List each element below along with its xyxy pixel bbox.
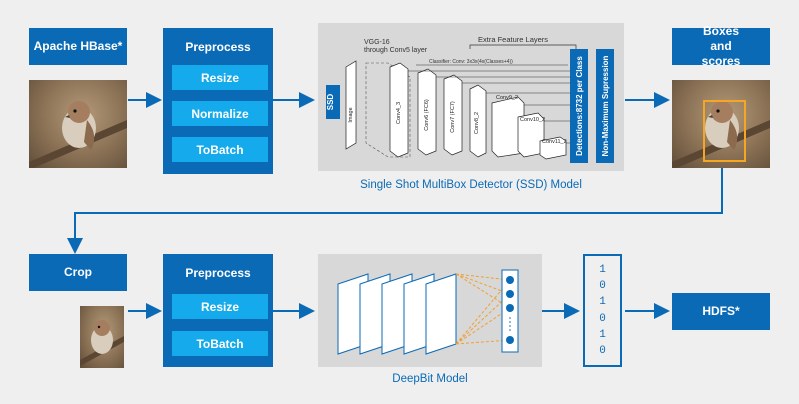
step-resize-2: Resize	[172, 294, 268, 319]
binary-digit: 1	[599, 328, 606, 341]
step-resize-2-label: Resize	[200, 299, 240, 314]
output-label: Boxes and scores	[672, 24, 770, 68]
layer-conv8-2: Conv8_2	[474, 112, 480, 134]
layer-conv11-2: Conv11_2	[542, 139, 567, 145]
deepbit-architecture	[337, 269, 519, 355]
step-normalize-1-label: Normalize	[191, 106, 249, 121]
binary-digit: 0	[599, 280, 606, 293]
deepbit-model-panel	[318, 254, 542, 367]
step-tobatch-1: ToBatch	[172, 137, 268, 162]
ssd-model-panel: SSD VGG-16 through Conv5 layer Extra Fea…	[318, 23, 624, 171]
sink-label-text: HDFS*	[702, 304, 740, 318]
binary-digit: 1	[599, 264, 606, 277]
output-label-text: Boxes and scores	[701, 24, 741, 68]
layer-conv10-2: Conv10_2	[520, 117, 545, 123]
vgg-label-line1: VGG-16	[364, 39, 390, 46]
feature-map-5	[425, 273, 457, 355]
bird-image	[29, 101, 127, 168]
preprocess-title-2: Preprocess	[185, 266, 251, 280]
step-tobatch-2-label: ToBatch	[196, 336, 244, 351]
step-tobatch-2: ToBatch	[172, 331, 268, 356]
source-label-text: Apache HBase*	[33, 39, 123, 53]
step-normalize-1: Normalize	[172, 101, 268, 126]
ssd-architecture: SSD VGG-16 through Conv5 layer Extra Fea…	[326, 35, 614, 163]
detection-bounding-box	[703, 100, 746, 162]
deepbit-caption: DeepBit Model	[392, 373, 468, 385]
step-resize-1-label: Resize	[200, 70, 240, 85]
layer-conv6: Conv6 (FC6)	[424, 99, 430, 131]
layer-conv9-2: Conv9_2	[496, 95, 518, 101]
step-resize-1: Resize	[172, 65, 268, 90]
cropped-bird-photo	[80, 306, 124, 368]
binary-digit: 0	[599, 312, 606, 325]
nms-label: Non-Maximum Supression	[601, 55, 610, 156]
bird-photo	[29, 80, 127, 168]
binary-digit: 1	[599, 296, 606, 309]
cropped-bird-image	[80, 320, 124, 366]
binary-digit: 0	[599, 344, 606, 357]
detections-label: Detections:8732 per Class	[575, 56, 584, 156]
crop-label-text: Crop	[64, 265, 92, 279]
preprocess-title-1: Preprocess	[185, 40, 251, 54]
detected-bird-photo	[672, 80, 770, 168]
source-label: Apache HBase*	[29, 28, 127, 65]
layer-conv7: Conv7 (FC7)	[450, 101, 456, 133]
arrow-output-to-crop	[67, 168, 723, 254]
sink-label: HDFS*	[672, 293, 770, 330]
step-tobatch-1-label: ToBatch	[196, 142, 244, 157]
crop-label: Crop	[29, 254, 127, 291]
binary-digits: 1 0 1 0 1 0	[585, 256, 620, 365]
extra-layers-label: Extra Feature Layers	[478, 35, 548, 44]
binary-code-box: 1 0 1 0 1 0	[583, 254, 622, 367]
detected-bird-image	[672, 100, 770, 168]
classifier-label: Classifier: Conv: 3x3x(4x(Classes+4))	[429, 59, 513, 65]
layer-conv4-3: Conv4_3	[396, 102, 402, 124]
ssd-caption: Single Shot MultiBox Detector (SSD) Mode…	[360, 179, 582, 191]
image-layer-label: Image	[348, 107, 354, 122]
ssd-vertical-label: SSD	[326, 94, 335, 111]
vgg-label-line2: through Conv5 layer	[364, 47, 428, 54]
